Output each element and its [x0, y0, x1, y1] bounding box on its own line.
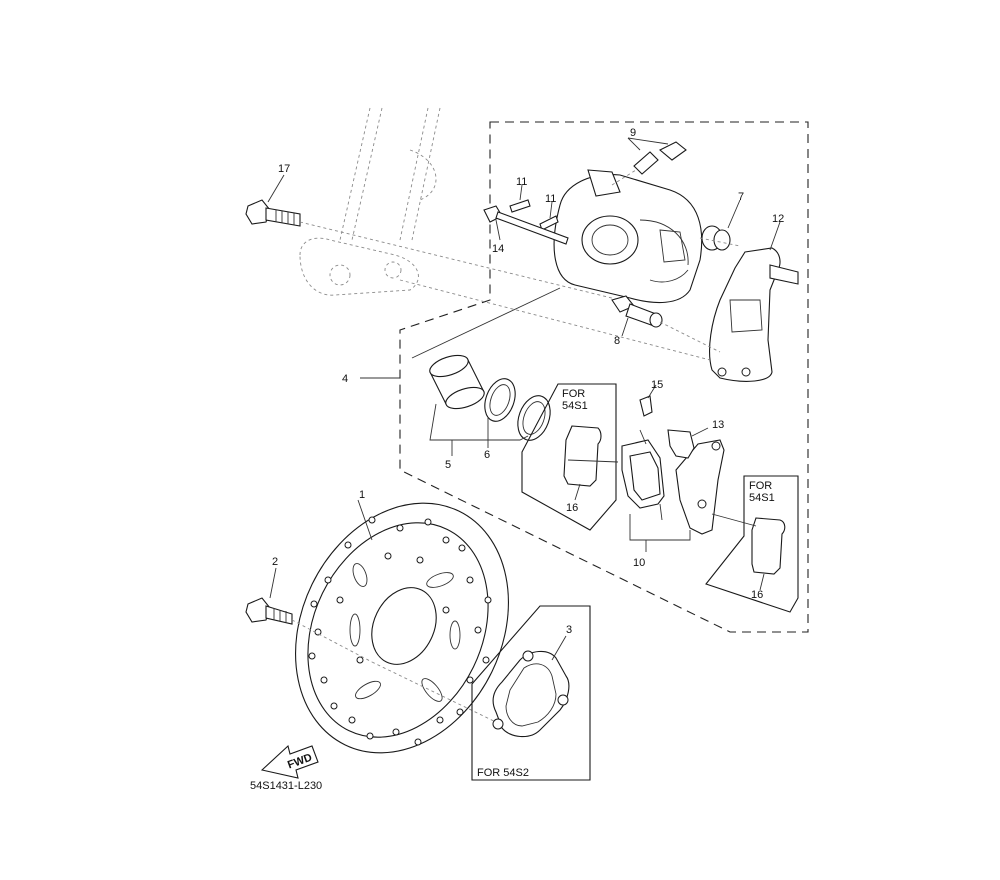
variant-box-c-frame: [471, 605, 591, 781]
callout-12: 12: [772, 213, 784, 225]
callout-7: 7: [738, 191, 744, 203]
seal-6: [484, 378, 551, 441]
variant-box-a-line1: FOR: [562, 388, 585, 400]
forward-arrow-icon: [260, 744, 319, 779]
callout-2: 2: [272, 556, 278, 568]
callout-4: 4: [342, 373, 348, 385]
pad-pin-11: [509, 184, 559, 231]
callout-14: 14: [492, 243, 504, 255]
callout-11b: 11: [545, 193, 556, 205]
variant-box-b-line1: FOR: [749, 480, 772, 492]
callout-8: 8: [614, 335, 620, 347]
variant-box-a-line2: 54S1: [562, 400, 588, 412]
bolt-17: [245, 174, 621, 301]
caliper-bracket-12: [709, 221, 799, 382]
callout-17: 17: [278, 163, 290, 175]
callout-16b: 16: [751, 589, 763, 601]
caliper-body: [553, 169, 703, 304]
variant-box-b-line2: 54S1: [749, 492, 775, 504]
caliper-assembly-boundary: [399, 121, 809, 633]
slide-pin-8: [611, 295, 721, 353]
pad-shim-16b: [711, 513, 786, 591]
callout-11a: 11: [516, 176, 527, 188]
front-fork-leg: [299, 107, 441, 296]
piston-5: [429, 354, 485, 410]
diagram-code: 54S1431-L230: [250, 780, 322, 792]
brake-pads-10: [621, 429, 725, 552]
callout-6: 6: [484, 449, 490, 461]
callout-16a: 16: [566, 502, 578, 514]
callout-1: 1: [359, 489, 365, 501]
brake-disc-1: [295, 499, 509, 754]
callout-3: 3: [566, 624, 572, 636]
callout-13: 13: [712, 419, 724, 431]
bleed-screw-9: [611, 137, 687, 186]
boot-7: [699, 199, 741, 251]
callout-15: 15: [651, 379, 663, 391]
callout-10: 10: [633, 557, 645, 569]
variant-box-b-frame: [705, 475, 799, 613]
callout-9: 9: [630, 127, 636, 139]
clip-15: [639, 384, 657, 417]
variant-box-a-frame: [521, 383, 617, 531]
adapter-plate-3: [492, 635, 570, 738]
pad-shim-16a: [563, 425, 619, 501]
pad-pin-14: [483, 205, 569, 245]
disc-bolt-2: [245, 567, 373, 663]
callout-5: 5: [445, 459, 451, 471]
pad-spring-13: [667, 427, 709, 459]
variant-box-c-line1: FOR 54S2: [477, 767, 529, 779]
